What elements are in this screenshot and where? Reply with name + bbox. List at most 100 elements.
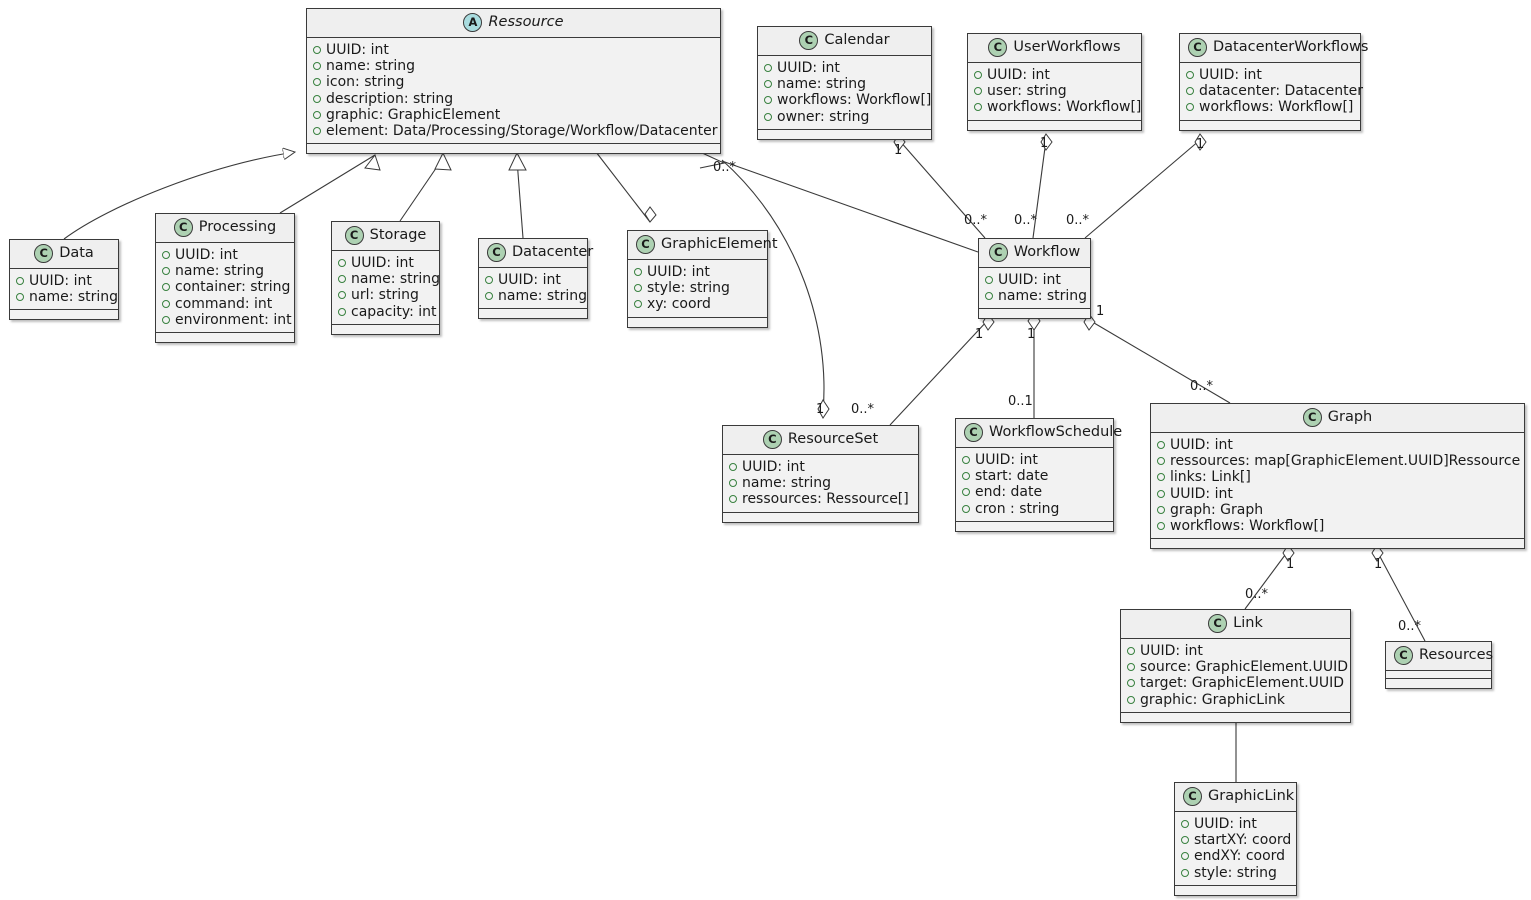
class-icon: C <box>344 226 364 245</box>
visibility-public-icon <box>1127 695 1135 704</box>
attribute-row: element: Data/Processing/Storage/Workflo… <box>313 123 717 139</box>
attribute-text: capacity: int <box>351 303 437 320</box>
multiplicity-m-workflow-in-b: 0..* <box>1014 213 1038 228</box>
attribute-row: graphic: GraphicLink <box>1127 692 1342 708</box>
attribute-row: UUID: int <box>1157 437 1516 453</box>
attribute-text: graphic: GraphicElement <box>326 106 501 123</box>
attribute-row: UUID: int <box>1181 816 1288 832</box>
multiplicity-m-userworkflows-1: 1 <box>1040 136 1049 151</box>
class-title-graphicelement: GraphicElement <box>661 236 778 252</box>
visibility-public-icon <box>1181 868 1189 877</box>
visibility-public-icon <box>1181 820 1189 828</box>
multiplicity-m-workflow-in-a: 0..* <box>964 213 988 228</box>
attribute-text: environment: int <box>175 311 292 328</box>
attribute-row: UUID: int <box>729 459 910 475</box>
attribute-row: UUID: int <box>1157 486 1516 502</box>
class-title-resources: Resources <box>1419 647 1494 663</box>
attribute-row: UUID: int <box>985 272 1082 288</box>
class-operations-calendar <box>758 129 931 139</box>
class-title-datacenter: Datacenter <box>512 244 594 260</box>
class-title-processing: Processing <box>198 219 277 235</box>
class-title-userworkflows: UserWorkflows <box>1013 39 1121 55</box>
visibility-public-icon <box>1127 679 1135 688</box>
attribute-row: end: date <box>962 484 1105 500</box>
visibility-public-icon <box>764 96 772 105</box>
visibility-public-icon <box>313 94 321 103</box>
visibility-public-icon <box>985 292 993 301</box>
attribute-text: user: string <box>987 83 1067 100</box>
visibility-public-icon <box>962 456 970 464</box>
visibility-public-icon <box>162 251 170 259</box>
attribute-text: style: string <box>647 280 730 297</box>
class-title-workflowschedule: WorkflowSchedule <box>989 424 1123 440</box>
edge-ressource-graphicelement <box>595 151 651 223</box>
attribute-row: style: string <box>1181 865 1288 881</box>
attribute-text: source: GraphicElement.UUID <box>1140 659 1349 676</box>
visibility-public-icon <box>485 276 493 284</box>
visibility-public-icon <box>1181 852 1189 861</box>
attribute-row: capacity: int <box>338 304 437 320</box>
visibility-public-icon <box>1186 103 1194 112</box>
visibility-public-icon <box>962 488 970 497</box>
visibility-public-icon <box>162 283 170 292</box>
multiplicity-m-datacenterworkflows-1: 1 <box>1196 137 1205 152</box>
class-icon: C <box>1183 787 1202 806</box>
multiplicity-m-graph-link-star: 0..* <box>1245 587 1269 602</box>
attribute-text: name: string <box>998 288 1088 305</box>
attribute-row: UUID: int <box>485 272 579 288</box>
edge-datacenter-ressource <box>516 159 524 239</box>
class-operations-graphiclink <box>1175 885 1296 895</box>
abstract-class-icon: A <box>463 13 483 32</box>
visibility-public-icon <box>1157 457 1165 466</box>
class-icon: C <box>1188 38 1207 57</box>
attribute-text: workflows: Workflow[] <box>1170 518 1325 535</box>
class-icon: C <box>1302 408 1322 427</box>
multiplicity-m-graph-res-star: 0..* <box>1398 619 1422 634</box>
attribute-row: endXY: coord <box>1181 848 1288 864</box>
edge-storage-ressource <box>399 157 444 222</box>
attribute-row: name: string <box>16 289 118 305</box>
attribute-row: UUID: int <box>974 67 1133 83</box>
class-icon: C <box>487 243 506 262</box>
visibility-public-icon <box>729 479 737 488</box>
multiplicity-m-workflow-out-a: 1 <box>975 327 984 342</box>
attribute-row: workflows: Workflow[] <box>1157 518 1516 534</box>
attribute-row: style: string <box>634 280 759 296</box>
attribute-text: cron : string <box>975 500 1060 517</box>
class-operations-storage <box>332 324 439 334</box>
multiplicity-m-resourceset-star: 0..* <box>851 402 875 417</box>
multiplicity-m-workflow-out-b: 1 <box>1027 327 1036 342</box>
attribute-text: UUID: int <box>1140 643 1203 659</box>
multiplicity-m-resourceset-1: 1 <box>816 402 825 417</box>
attribute-text: UUID: int <box>351 255 414 271</box>
attribute-text: graphic: GraphicLink <box>1140 691 1285 708</box>
